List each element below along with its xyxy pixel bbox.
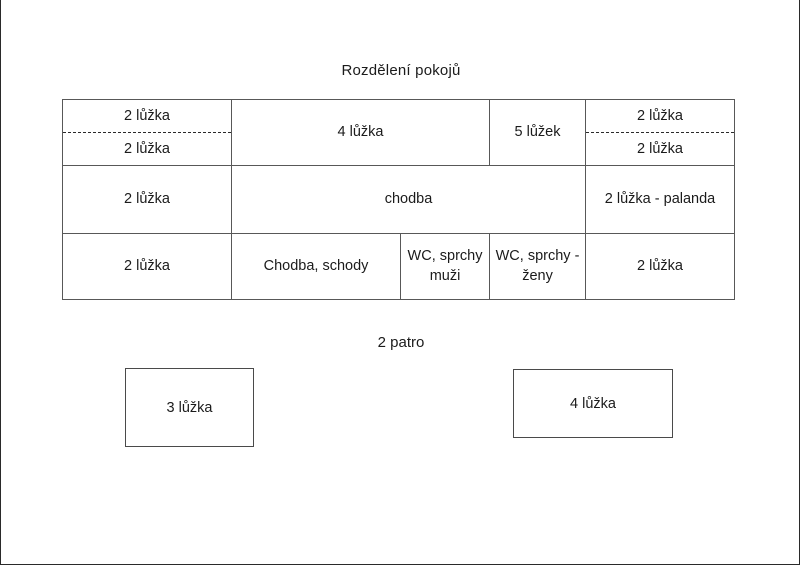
room-cell-split[interactable]: 2 lůžka 2 lůžka bbox=[585, 99, 736, 166]
corridor-cell[interactable]: chodba bbox=[230, 165, 587, 234]
room-cell[interactable]: 4 lůžka bbox=[230, 99, 491, 166]
room-box-label: 3 lůžka bbox=[166, 399, 213, 416]
wc-men-cell[interactable]: WC, sprchy muži bbox=[399, 233, 491, 300]
room-cell[interactable]: 2 lůžka bbox=[62, 165, 232, 234]
table-row: 2 lůžka 2 lůžka 4 lůžka 5 lůžek 2 lůžka … bbox=[62, 99, 736, 166]
room-cell-label: 2 lůžka bbox=[124, 141, 170, 157]
floor-plan-table: 2 lůžka 2 lůžka 4 lůžka 5 lůžek 2 lůžka … bbox=[62, 99, 736, 300]
room-box-label: 4 lůžka bbox=[570, 395, 616, 412]
room-cell[interactable]: 2 lůžka - palanda bbox=[585, 165, 736, 234]
room-cell-label: 2 lůžka bbox=[586, 100, 735, 133]
room-box-3-beds[interactable]: 3 lůžka bbox=[125, 368, 254, 447]
page-title: Rozdělení pokojů bbox=[341, 62, 461, 79]
floor-caption: 2 patro bbox=[377, 334, 425, 351]
room-cell-label: 2 lůžka bbox=[63, 100, 231, 133]
table-row: 2 lůžka Chodba, schody WC, sprchy muži W… bbox=[62, 233, 736, 300]
room-cell[interactable]: 2 lůžka bbox=[585, 233, 736, 300]
corridor-stairs-cell[interactable]: Chodba, schody bbox=[231, 233, 401, 300]
room-cell-split[interactable]: 2 lůžka 2 lůžka bbox=[62, 99, 232, 166]
room-cell[interactable]: 2 lůžka bbox=[62, 233, 232, 300]
wc-women-cell[interactable]: WC, sprchy - ženy bbox=[489, 233, 587, 300]
room-cell-label: 2 lůžka bbox=[637, 141, 683, 157]
table-row: 2 lůžka chodba 2 lůžka - palanda bbox=[62, 165, 736, 234]
room-cell[interactable]: 5 lůžek bbox=[489, 99, 587, 166]
room-box-4-beds[interactable]: 4 lůžka bbox=[513, 369, 673, 438]
